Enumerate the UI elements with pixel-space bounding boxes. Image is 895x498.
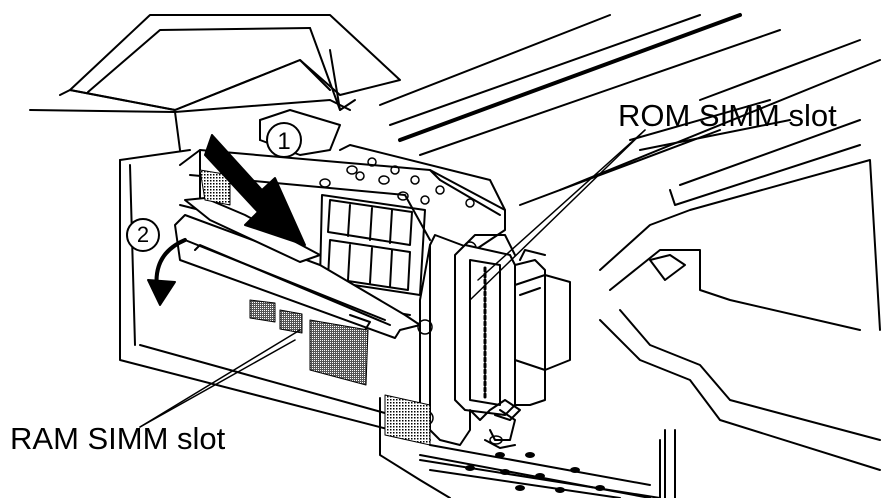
bottom-rail [419,444,651,498]
ram-simm-card [174,214,421,339]
mounting-holes [319,157,503,445]
rail-holes [465,452,605,493]
step-1-marker: 1 [266,122,302,158]
printer-lid [29,14,401,151]
step-2-marker: 2 [126,218,160,252]
rom-simm-slot-label: ROM SIMM slot [618,98,837,133]
leader-lines [139,129,646,428]
cable [469,399,521,449]
ram-simm-slot-label: RAM SIMM slot [10,421,226,456]
rotate-arrow [147,238,187,306]
printer-left-frame [119,149,661,498]
rom-card [514,274,571,371]
shaded-regions [199,169,431,446]
parallel-connector [454,234,546,441]
insert-arrow [204,134,306,246]
printer-body [379,13,881,498]
